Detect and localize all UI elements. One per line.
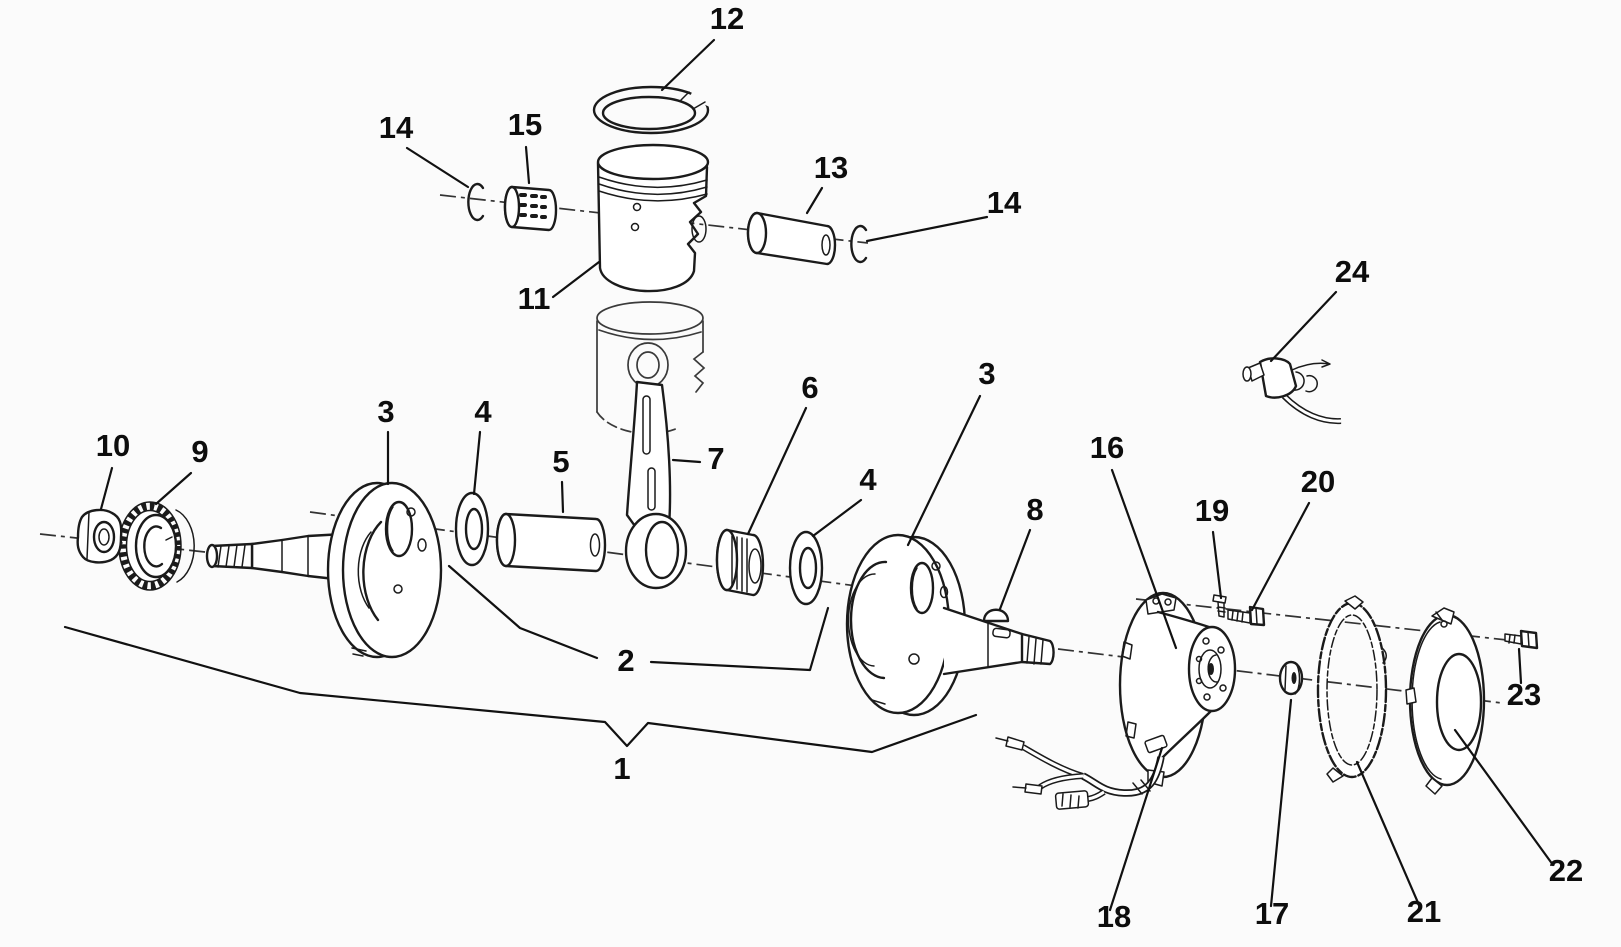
- bracket-2: [649, 606, 830, 672]
- wiring-harness: [995, 734, 1168, 810]
- callout-15: 15: [508, 107, 542, 142]
- leader-17: [1269, 698, 1293, 908]
- callout-22: 22: [1549, 853, 1583, 888]
- callout-13: 13: [814, 150, 848, 185]
- thrust-washer-right: [788, 530, 824, 606]
- callout-7: 7: [707, 441, 724, 476]
- primary-gear: [118, 501, 195, 591]
- circlip-left: [467, 182, 485, 222]
- big-end-bearing: [715, 528, 765, 597]
- leader-11: [551, 260, 601, 299]
- crank-pin: [495, 512, 607, 573]
- callout-10: 10: [96, 428, 130, 463]
- leader-15: [524, 145, 531, 185]
- leader-14-right: [865, 215, 989, 243]
- leader-23: [1517, 647, 1523, 685]
- leader-4-right: [811, 498, 863, 538]
- leader-6: [746, 406, 808, 536]
- callout-14-left: 14: [379, 110, 414, 145]
- callout-8: 8: [1026, 492, 1043, 527]
- rotor-nut: [1278, 660, 1304, 696]
- leader-12: [660, 38, 716, 92]
- crank-wheel-right: [845, 533, 1055, 717]
- callout-16: 16: [1090, 430, 1124, 465]
- callout-3-left: 3: [377, 394, 394, 429]
- callout-layer: 1233445678910111213141415161718192021222…: [63, 1, 1583, 934]
- leader-21: [1355, 760, 1421, 907]
- callout-19: 19: [1195, 493, 1229, 528]
- leader-3-right: [906, 394, 982, 547]
- callout-4-left: 4: [474, 394, 492, 429]
- right-stub-shaft: [942, 606, 1055, 676]
- callout-5: 5: [552, 444, 569, 479]
- threaded-tip: [1020, 632, 1055, 666]
- callout-6: 6: [801, 370, 818, 405]
- leader-22: [1453, 728, 1555, 867]
- bullet-terminal: [1024, 783, 1043, 795]
- small-end-boss: [627, 342, 669, 388]
- bullet-terminal: [1005, 736, 1025, 751]
- callout-9: 9: [191, 434, 208, 469]
- callout-4-right: 4: [859, 462, 877, 497]
- woodruff-key: [982, 608, 1010, 623]
- leader-18: [1108, 746, 1164, 912]
- callout-17: 17: [1255, 896, 1289, 931]
- small-end-bearing: [503, 185, 558, 232]
- bracket-1: [63, 625, 978, 754]
- callout-21: 21: [1407, 894, 1441, 929]
- callout-18: 18: [1097, 899, 1131, 934]
- piston: [596, 143, 710, 293]
- cover-face: [1435, 652, 1483, 752]
- ring-grooves: [598, 176, 708, 202]
- callout-1: 1: [613, 751, 630, 786]
- gear-nut: [76, 508, 123, 564]
- circlip-right: [850, 224, 868, 264]
- piston-ring: [592, 81, 721, 135]
- pin-boss-bore: [691, 215, 707, 243]
- block-connector: [1054, 790, 1090, 810]
- ignition-cover: [1405, 607, 1486, 795]
- needle-rollers: [519, 193, 547, 219]
- leader-4-left: [472, 430, 482, 496]
- stator-bolt: [1227, 605, 1266, 627]
- leader-7: [671, 458, 702, 464]
- leader-16: [1110, 468, 1178, 650]
- crank-wheel-left: [205, 481, 443, 659]
- callout-23: 23: [1507, 677, 1541, 712]
- callout-24: 24: [1335, 254, 1370, 289]
- centerlines: [39, 194, 1508, 704]
- cover-gasket: [1316, 595, 1388, 783]
- crankpin-hole: [909, 561, 935, 615]
- callout-12: 12: [710, 1, 744, 36]
- ignition-coil: [1242, 357, 1342, 425]
- leader-10: [99, 466, 114, 511]
- callout-20: 20: [1301, 464, 1335, 499]
- callout-11: 11: [518, 281, 551, 316]
- cover-screw: [1504, 629, 1539, 650]
- crankpin-hole: [384, 500, 414, 558]
- leader-19: [1211, 530, 1223, 600]
- leader-9: [154, 471, 193, 506]
- bracket-2: [447, 564, 599, 660]
- left-stub-shaft: [205, 532, 346, 582]
- leader-14-left: [405, 146, 470, 189]
- connecting-rod: [624, 380, 688, 590]
- callout-14-right: 14: [987, 185, 1022, 220]
- leader-13: [805, 186, 824, 215]
- ignition-stator: [995, 591, 1237, 810]
- leader-20: [1250, 501, 1311, 612]
- callout-2: 2: [617, 643, 634, 678]
- leader-24: [1269, 290, 1338, 363]
- wrist-pin: [746, 211, 837, 266]
- thrust-washer-left: [454, 491, 490, 567]
- stator-screw: [1212, 594, 1227, 618]
- callout-3-right: 3: [978, 356, 995, 391]
- piston-phantom: [596, 301, 706, 435]
- leader-5: [560, 480, 565, 514]
- leader-8: [998, 528, 1032, 611]
